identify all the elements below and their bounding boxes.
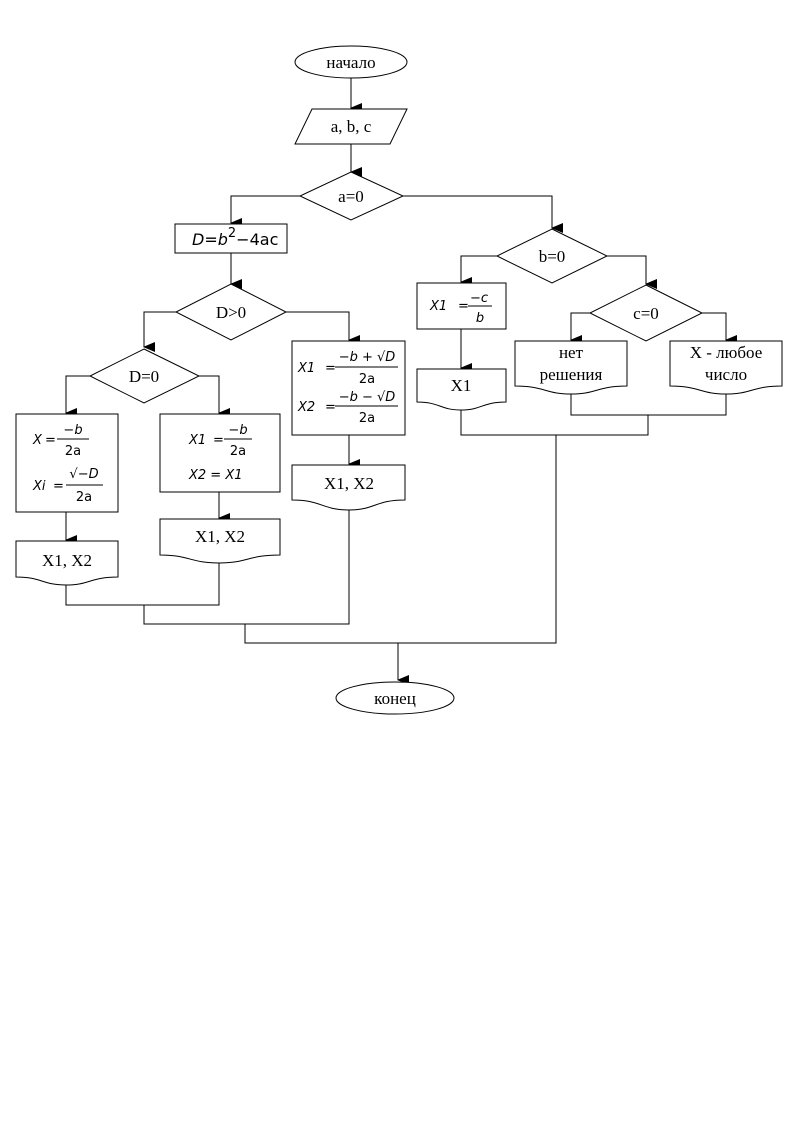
arrow-cond-dpos-yes — [143, 311, 176, 352]
double-root-output-label: X1, X2 — [195, 527, 245, 546]
complex-x-den: 2a — [65, 444, 81, 459]
decision-a-zero: a=0 — [298, 171, 405, 221]
double-x1-den: 2a — [230, 444, 246, 459]
double-root-process: X1 = −b 2a X2 = X1 — [159, 413, 281, 493]
complex-xi-lhs: Xi — [32, 479, 46, 494]
double-x2: X2 = X1 — [188, 468, 243, 483]
two-roots-x2-den: 2a — [359, 411, 375, 426]
merge-no-solution-any — [570, 392, 727, 416]
linear-root-den: b — [476, 311, 484, 326]
svg-text:=: = — [325, 361, 336, 376]
svg-text:=: = — [325, 400, 336, 415]
two-roots-x2-num: −b − √D — [339, 390, 396, 405]
linear-root-process: X1 = −c b — [416, 282, 507, 330]
input-parallelogram: a, b, c — [294, 108, 408, 145]
arrow-cond-a-no — [403, 195, 563, 233]
merge-final — [244, 435, 557, 644]
no-solution-line1: нет — [559, 343, 584, 362]
complex-roots-output: X1, X2 — [15, 540, 119, 586]
linear-root-num: −c — [470, 291, 488, 306]
svg-text:=: = — [45, 433, 56, 448]
input-label: a, b, c — [331, 117, 372, 136]
two-roots-x2-lhs: X2 — [297, 400, 315, 415]
arrow-cond-dpos-no — [286, 311, 360, 345]
double-x1-lhs: X1 — [188, 433, 206, 448]
start-label: начало — [326, 53, 375, 72]
two-roots-x1-lhs: X1 — [297, 361, 315, 376]
start-terminator: начало — [294, 45, 408, 79]
arrow-cond-dzero-yes — [65, 375, 90, 418]
two-roots-x1-den: 2a — [359, 372, 375, 387]
complex-roots-process: X = −b 2a Xi = √−D 2a — [15, 413, 119, 513]
decision-c-zero-label: c=0 — [633, 304, 659, 323]
decision-c-zero: c=0 — [588, 284, 704, 342]
arrow-cond-a-yes — [230, 195, 300, 228]
complex-roots-output-label: X1, X2 — [42, 551, 92, 570]
decision-b-zero: b=0 — [495, 228, 609, 284]
no-solution-output: нет решения — [514, 340, 628, 395]
complex-xi-num: √−D — [69, 467, 98, 482]
decision-d-zero: D=0 — [88, 348, 201, 404]
discriminant-formula: D=b2−4ac — [192, 226, 278, 249]
any-number-output: X - любое число — [669, 340, 783, 395]
any-number-line2: число — [705, 365, 747, 384]
no-solution-line2: решения — [540, 365, 603, 384]
two-roots-output-label: X1, X2 — [324, 474, 374, 493]
complex-xi-den: 2a — [76, 490, 92, 505]
arrow-cond-c-no — [702, 312, 737, 345]
end-label: конец — [374, 689, 416, 708]
complex-x-lhs: X — [32, 433, 43, 448]
decision-a-zero-label: a=0 — [338, 187, 364, 206]
merge-complex-double — [65, 560, 220, 606]
double-root-output: X1, X2 — [159, 518, 281, 564]
merge-left-inner — [143, 508, 350, 625]
two-roots-x1-num: −b + √D — [339, 350, 396, 365]
arrow-cond-dzero-no — [199, 375, 230, 418]
merge-right-inner — [460, 405, 649, 436]
arrow-cond-b-no — [607, 255, 657, 289]
discriminant-process: D=b2−4ac — [174, 223, 288, 254]
decision-d-positive-label: D>0 — [216, 303, 246, 322]
any-number-line1: X - любое — [690, 343, 763, 362]
complex-x-num: −b — [63, 423, 82, 438]
x1-output: X1 — [416, 368, 507, 411]
arrow-cond-b-yes — [460, 255, 497, 287]
decision-d-zero-label: D=0 — [129, 367, 159, 386]
two-roots-output: X1, X2 — [291, 464, 406, 511]
double-x1-num: −b — [228, 423, 247, 438]
two-roots-process: X1 = −b + √D 2a X2 = −b − √D 2a — [291, 340, 406, 436]
svg-text:=: = — [213, 433, 224, 448]
svg-text:=: = — [53, 479, 64, 494]
svg-text:=: = — [458, 299, 469, 314]
linear-root-lhs: X1 — [429, 299, 447, 314]
connectors — [65, 78, 737, 685]
decision-b-zero-label: b=0 — [539, 247, 566, 266]
x1-output-label: X1 — [451, 376, 472, 395]
arrow-cond-c-yes — [570, 312, 590, 345]
decision-d-positive: D>0 — [174, 283, 288, 341]
end-terminator: конец — [335, 681, 455, 715]
